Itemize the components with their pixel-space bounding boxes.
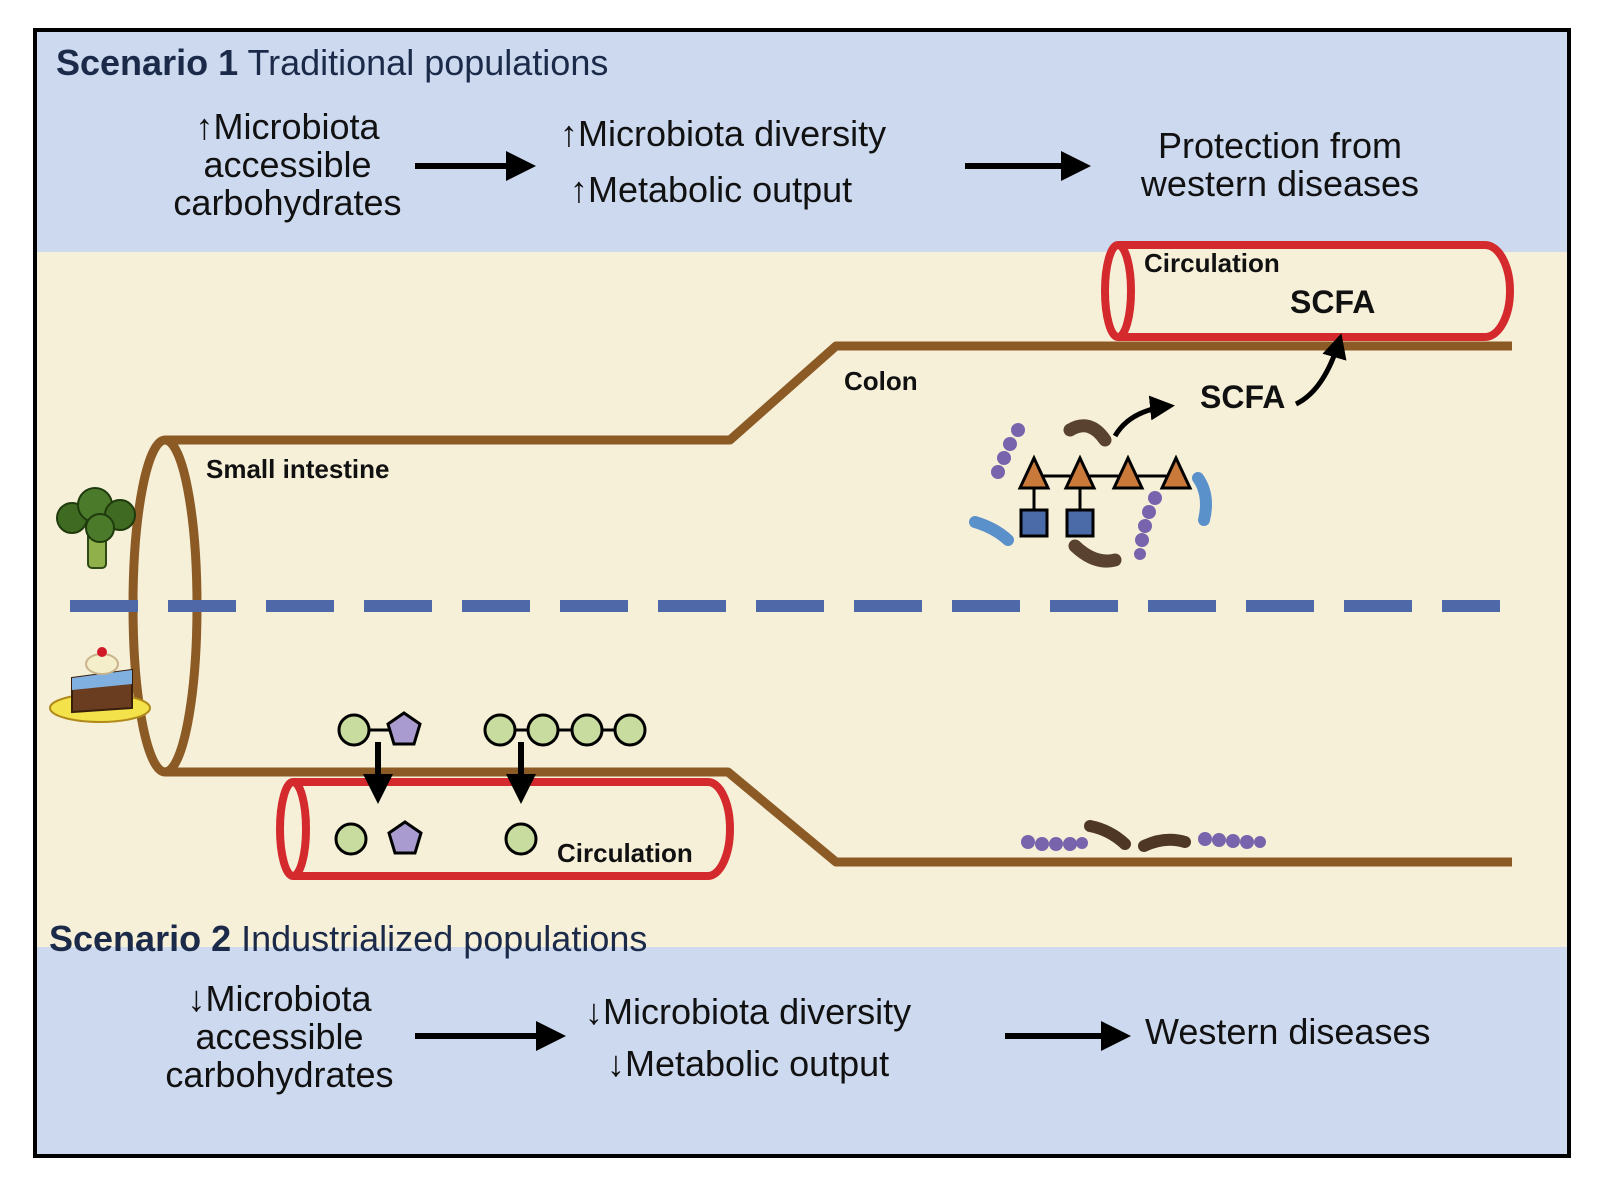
scenario2-effect-text2: Metabolic output [625, 1043, 890, 1084]
scenario1-effect-line1: ↑Microbiota diversity [560, 106, 886, 162]
scenario1-effect-text1: Microbiota diversity [578, 113, 887, 154]
broccoli-icon [56, 487, 136, 569]
scenario2-cause-line1: ↓Microbiota [142, 980, 417, 1018]
down-arrow-icon: ↓ [187, 978, 206, 1019]
circulation-vessel-top [1101, 241, 1514, 341]
scenario1-outcome-text2: western diseases [1140, 163, 1420, 204]
small-intestine-label: Small intestine [206, 454, 390, 484]
colon-label: Colon [844, 366, 918, 396]
scfa-colon-label: SCFA [1200, 379, 1286, 415]
scenario2-effect-text1: Microbiota diversity [603, 991, 912, 1032]
scenario1-effect: ↑Microbiota diversity ↑Metabolic output [560, 106, 886, 218]
up-arrow-icon: ↑ [195, 106, 214, 147]
scenario1-title-rest: Traditional populations [238, 42, 609, 83]
scenario2-effect-line1: ↓Microbiota diversity [585, 986, 911, 1038]
scenario1-outcome-text1: Protection from [1157, 125, 1403, 166]
scenario1-title: Scenario 1 Traditional populations [56, 42, 608, 84]
scfa-circulation-label: SCFA [1290, 284, 1376, 320]
cake-icon [49, 647, 151, 723]
up-arrow-icon: ↑ [570, 169, 588, 210]
down-arrow-icon: ↓ [607, 1043, 625, 1084]
scfa-arrow-icon [1294, 333, 1347, 407]
scenario1-outcome: Protection from western diseases [1110, 127, 1450, 203]
down-arrow-icon: ↓ [585, 991, 603, 1032]
sugar-molecules [334, 711, 647, 856]
scenario2-title-rest: Industrialized populations [231, 918, 648, 959]
scenario1-cause-text2: accessible [203, 144, 372, 185]
scenario1-cause-text1: Microbiota [213, 106, 380, 147]
scenario2-cause: ↓Microbiota accessible carbohydrates [142, 980, 417, 1094]
scenario2-outcome: Western diseases [1145, 1011, 1431, 1052]
scenario1-cause-line1: ↑Microbiota [150, 108, 425, 146]
scenario1-cause-text3: carbohydrates [173, 182, 402, 223]
up-arrow-icon: ↑ [560, 113, 578, 154]
scenario1-band [37, 32, 1567, 252]
bacteria-icon [1021, 820, 1266, 852]
scenario2-band [37, 947, 1567, 1154]
circulation-bottom-label: Circulation [557, 838, 693, 868]
scenario2-cause-text1: Microbiota [205, 978, 372, 1019]
scenario1-cause: ↑Microbiota accessible carbohydrates [150, 108, 425, 222]
scenario1-effect-line2: ↑Metabolic output [560, 162, 886, 218]
scfa-arrow-icon [1112, 395, 1175, 438]
scenario2-title: Scenario 2 Industrialized populations [49, 918, 647, 960]
scenario2-cause-text3: carbohydrates [165, 1054, 394, 1095]
scenario2-effect: ↓Microbiota diversity ↓Metabolic output [585, 986, 911, 1090]
scenario2-title-bold: Scenario 2 [49, 918, 232, 959]
bacteria-icon [969, 419, 1212, 568]
circulation-top-label: Circulation [1144, 248, 1280, 278]
scenario1-effect-text2: Metabolic output [588, 169, 853, 210]
scenario2-effect-line2: ↓Metabolic output [585, 1038, 911, 1090]
polysaccharide-chain [1017, 454, 1193, 538]
scenario2-cause-text2: accessible [195, 1016, 364, 1057]
scenario1-title-bold: Scenario 1 [56, 42, 239, 83]
